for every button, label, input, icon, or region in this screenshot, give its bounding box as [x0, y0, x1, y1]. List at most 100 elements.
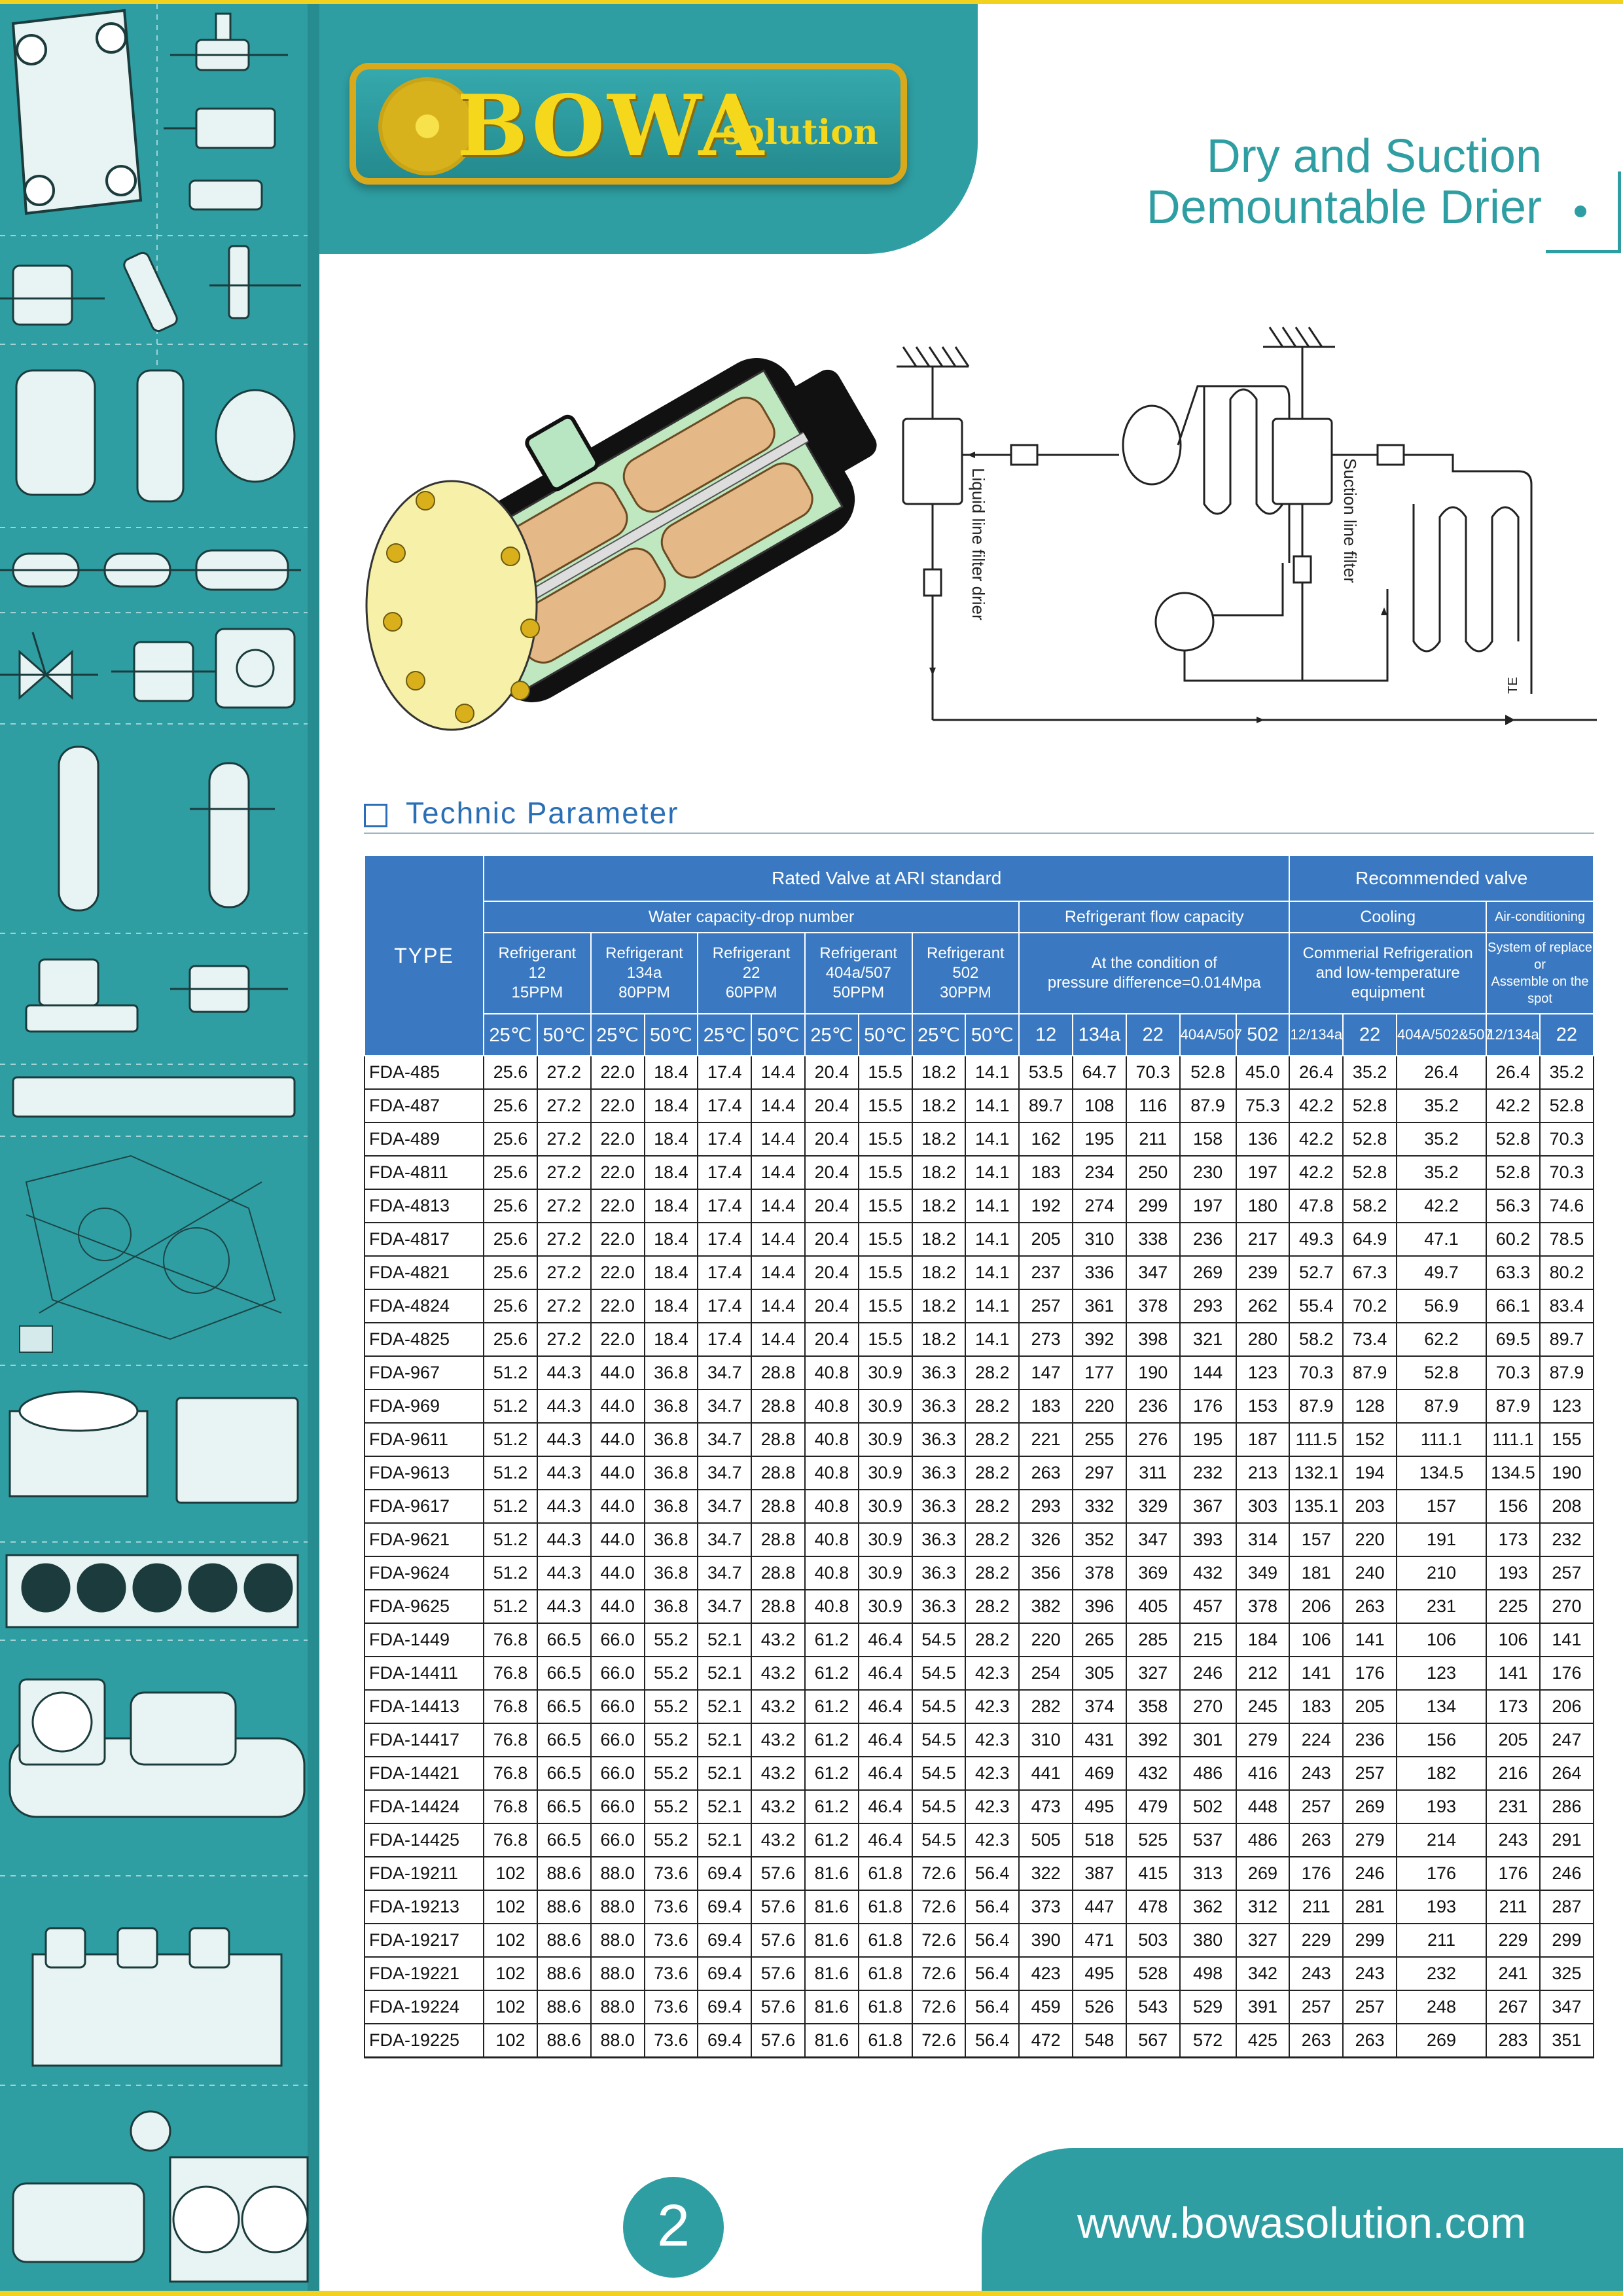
value-cell: 40.8	[804, 1389, 859, 1424]
value-cell: 382	[1018, 1589, 1073, 1624]
value-cell: 17.4	[697, 1222, 753, 1257]
value-cell: 213	[1235, 1456, 1291, 1490]
value-cell: 36.3	[911, 1556, 967, 1590]
value-cell: 22.0	[590, 1255, 645, 1290]
value-cell: 236	[1125, 1389, 1181, 1424]
value-cell: 61.8	[857, 1856, 913, 1891]
value-cell: 43.2	[751, 1823, 806, 1857]
value-cell: 36.3	[911, 1422, 967, 1457]
value-cell: 526	[1072, 1990, 1127, 2024]
value-cell: 76.8	[483, 1756, 538, 1791]
value-cell: 246	[1342, 1856, 1398, 1891]
model-cell: FDA-4811	[363, 1155, 485, 1190]
value-cell: 30.9	[857, 1522, 913, 1557]
value-cell: 70.3	[1125, 1055, 1181, 1090]
website-url[interactable]: www.bowasolution.com	[1077, 2198, 1526, 2247]
value-cell: 43.2	[751, 1689, 806, 1724]
value-cell: 305	[1072, 1656, 1127, 1691]
model-cell: FDA-487	[363, 1088, 485, 1123]
value-cell: 81.6	[804, 1990, 859, 2024]
value-cell: 215	[1179, 1623, 1237, 1657]
value-cell: 51.2	[483, 1556, 538, 1590]
value-cell: 30.9	[857, 1456, 913, 1490]
value-cell: 373	[1018, 1890, 1073, 1924]
value-cell: 76.8	[483, 1656, 538, 1691]
value-cell: 88.0	[590, 1956, 645, 1991]
refrigerant-header-line: 80PPM	[618, 984, 670, 1001]
value-cell: 282	[1018, 1689, 1073, 1724]
model-cell: FDA-19211	[363, 1856, 485, 1891]
value-cell: 243	[1289, 1756, 1344, 1791]
value-cell: 20.4	[804, 1189, 859, 1223]
value-cell: 52.1	[697, 1823, 753, 1857]
value-cell: 229	[1486, 1923, 1541, 1958]
value-cell: 210	[1396, 1556, 1488, 1590]
value-cell: 40.8	[804, 1589, 859, 1624]
value-cell: 89.7	[1018, 1088, 1073, 1123]
value-cell: 257	[1342, 1990, 1398, 2024]
section-checkbox-icon	[364, 804, 387, 827]
value-cell: 158	[1179, 1122, 1237, 1157]
section-title: Technic Parameter	[406, 796, 679, 830]
value-cell: 61.2	[804, 1656, 859, 1691]
value-cell: 205	[1018, 1222, 1073, 1257]
value-cell: 88.0	[590, 1990, 645, 2024]
value-cell: 102	[483, 2023, 538, 2058]
value-cell: 30.9	[857, 1556, 913, 1590]
value-cell: 230	[1179, 1155, 1237, 1190]
value-cell: 14.4	[751, 1222, 806, 1257]
value-cell: 87.9	[1342, 1355, 1398, 1390]
value-cell: 36.8	[643, 1589, 699, 1624]
value-cell: 236	[1342, 1723, 1398, 1757]
value-cell: 299	[1539, 1923, 1595, 1958]
value-cell: 274	[1072, 1189, 1127, 1223]
value-cell: 27.2	[536, 1322, 592, 1357]
value-cell: 193	[1396, 1890, 1488, 1924]
value-cell: 312	[1235, 1890, 1291, 1924]
water-capacity-header: Water capacity-drop number	[483, 901, 1020, 933]
value-cell: 123	[1396, 1656, 1488, 1691]
value-cell: 378	[1125, 1289, 1181, 1323]
unit-header: 22	[1342, 1013, 1398, 1056]
value-cell: 18.2	[911, 1055, 967, 1090]
value-cell: 42.3	[965, 1789, 1020, 1824]
title-bullet	[1575, 206, 1586, 217]
value-cell: 28.8	[751, 1556, 806, 1590]
value-cell: 46.4	[857, 1823, 913, 1857]
value-cell: 243	[1486, 1823, 1541, 1857]
value-cell: 25.6	[483, 1255, 538, 1290]
value-cell: 30.9	[857, 1422, 913, 1457]
value-cell: 76.8	[483, 1823, 538, 1857]
value-cell: 69.4	[697, 1990, 753, 2024]
value-cell: 232	[1396, 1956, 1488, 1991]
value-cell: 56.4	[965, 1990, 1020, 2024]
value-cell: 303	[1235, 1489, 1291, 1524]
value-cell: 157	[1396, 1489, 1488, 1524]
value-cell: 44.0	[590, 1522, 645, 1557]
value-cell: 495	[1072, 1956, 1127, 1991]
model-cell: FDA-14424	[363, 1789, 485, 1824]
value-cell: 35.2	[1396, 1155, 1488, 1190]
value-cell: 156	[1486, 1489, 1541, 1524]
value-cell: 43.2	[751, 1789, 806, 1824]
value-cell: 44.0	[590, 1389, 645, 1424]
value-cell: 187	[1235, 1422, 1291, 1457]
value-cell: 14.4	[751, 1255, 806, 1290]
model-cell: FDA-19221	[363, 1956, 485, 1991]
value-cell: 36.8	[643, 1389, 699, 1424]
title-line-1: Dry and Suction	[1206, 130, 1542, 183]
value-cell: 42.2	[1289, 1122, 1344, 1157]
value-cell: 34.7	[697, 1389, 753, 1424]
